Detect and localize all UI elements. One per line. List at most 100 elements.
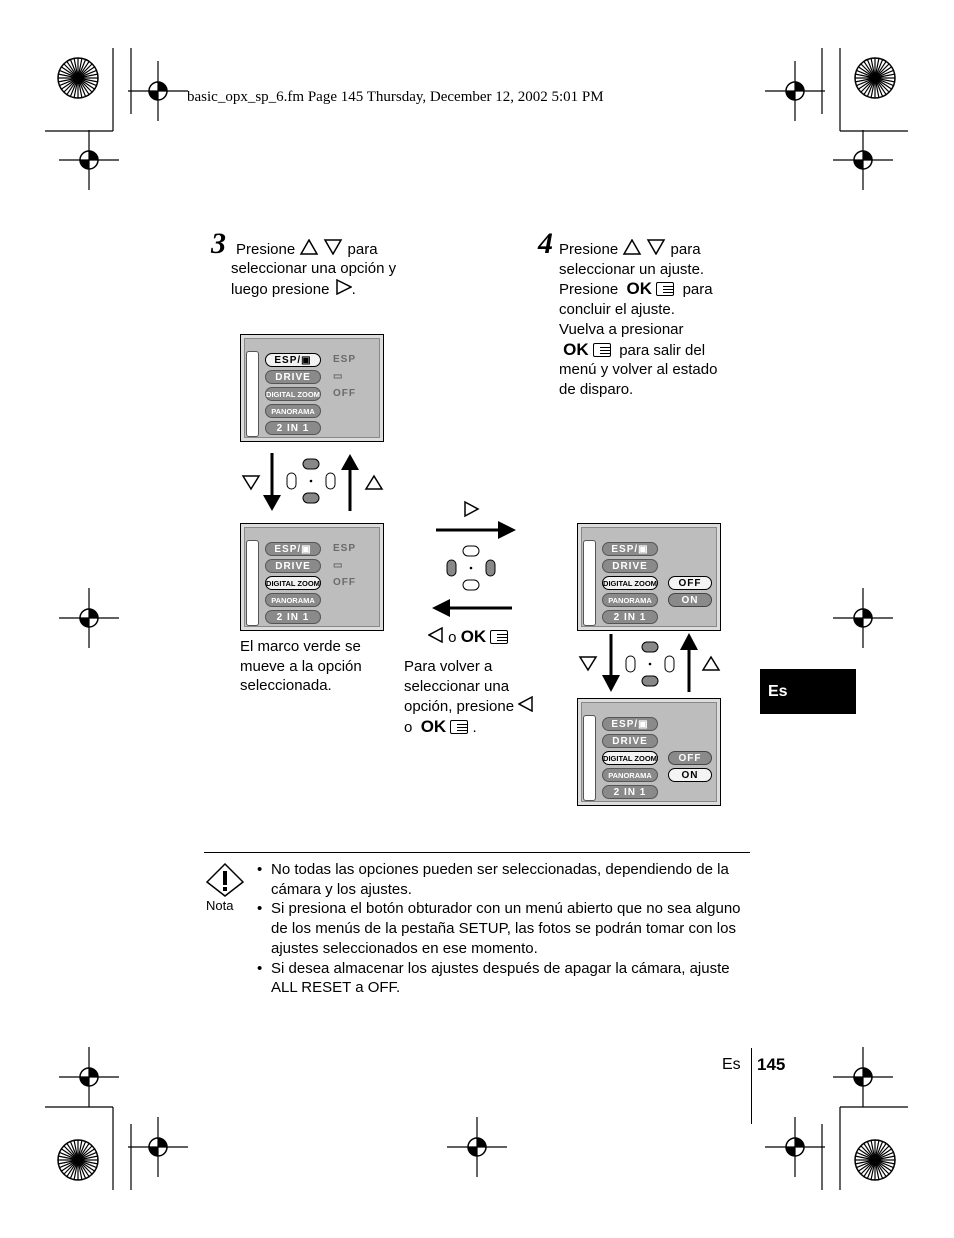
option-off-selected: OFF [668, 576, 712, 590]
note-bullet: Si desea almacenar los ajustes después d… [257, 959, 751, 998]
step-4-number: 4 [538, 227, 553, 260]
caption-middle: Para volver a seleccionar una opción, pr… [404, 657, 564, 738]
caption-mid-l4b: . [472, 719, 477, 737]
back-or-ok-label: o OK [428, 627, 509, 648]
menu-item-drive-4: DRIVE [602, 734, 658, 748]
menu-item-2in1-2: 2 IN 1 [265, 610, 321, 624]
menu-item-drive-3: DRIVE [602, 559, 658, 573]
step-4-l8: de disparo. [559, 380, 634, 398]
note-label: Nota [206, 898, 234, 913]
caption-mid-l2: seleccionar una [404, 677, 510, 695]
language-tab: Es [760, 669, 856, 714]
menu-item-digital-zoom-3: DIGITAL ZOOM [602, 576, 658, 590]
warning-icon [205, 862, 245, 897]
menu-icon-4 [450, 720, 469, 735]
ok-button-label: OK [626, 279, 653, 299]
up-down-arrows-icon [300, 239, 343, 255]
caption-left-l1: El marco verde se [240, 638, 361, 655]
or-word: o [448, 629, 457, 646]
menu-item-digital-zoom-4: DIGITAL ZOOM [602, 751, 658, 765]
step-4-l4: concluir el ajuste. [559, 301, 675, 319]
lcd-panel-2: ESP/▣ DRIVE DIGITAL ZOOM PANORAMA 2 IN 1… [244, 527, 380, 627]
menu-item-digital-zoom: DIGITAL ZOOM [265, 387, 321, 401]
menu-item-drive-2: DRIVE [265, 559, 321, 573]
caption-left-l2: mueve a la opción [240, 657, 362, 675]
lcd-screen-menu-initial: ESP/▣ DRIVE DIGITAL ZOOM PANORAMA 2 IN 1… [240, 334, 384, 442]
menu-tab-strip-2 [246, 540, 259, 626]
step-4-l3b: para [682, 281, 713, 299]
value-drive-2: ▭ [333, 560, 344, 571]
right-arrow-icon [335, 279, 352, 295]
note-bullet: Si presiona el botón obturador con un me… [257, 899, 751, 958]
menu-tab-strip [246, 351, 259, 437]
value-zoom-2: OFF [333, 577, 356, 588]
page-number: 145 [757, 1055, 786, 1074]
menu-item-esp-2: ESP/▣ [265, 542, 321, 556]
step-3-line2: seleccionar una opción y [231, 260, 397, 277]
value-drive: ▭ [333, 371, 344, 382]
caption-left: El marco verde se mueve a la opción sele… [240, 637, 362, 696]
ok-label-caption: OK [420, 717, 447, 737]
menu-item-panorama-2: PANORAMA [265, 593, 321, 607]
ok-button-label-2: OK [563, 339, 589, 359]
step-3-text-c: luego presione [231, 281, 330, 298]
lcd-screen-menu-zoom-selected: ESP/▣ DRIVE DIGITAL ZOOM PANORAMA 2 IN 1… [240, 523, 384, 631]
menu-item-2in1-3: 2 IN 1 [602, 610, 658, 624]
lcd-screen-options-off: ESP/▣ DRIVE DIGITAL ZOOM PANORAMA 2 IN 1… [577, 523, 721, 631]
step-4-text: Presione para seleccionar un ajuste. Pre… [559, 239, 759, 400]
menu-item-2in1-4: 2 IN 1 [602, 785, 658, 799]
step-4-l3a: Presione [559, 281, 619, 299]
step-3-number: 3 [211, 227, 226, 260]
step-3-text-b: para [347, 241, 378, 258]
caption-mid-l1: Para volver a [404, 658, 493, 675]
step-3-text: Presione [236, 241, 296, 258]
value-zoom: OFF [333, 388, 356, 399]
menu-item-2in1: 2 IN 1 [265, 421, 321, 435]
menu-tab-strip-4 [583, 715, 596, 801]
menu-item-esp-4: ESP/▣ [602, 717, 658, 731]
menu-item-panorama-3: PANORAMA [602, 593, 658, 607]
step-4-l6: para salir del [619, 341, 706, 359]
footer-lang: Es [722, 1056, 741, 1073]
step-4-l1a: Presione [559, 241, 619, 258]
menu-item-panorama: PANORAMA [265, 404, 321, 418]
menu-tab-strip-3 [583, 540, 596, 626]
value-esp-2: ESP [333, 543, 357, 554]
caption-mid-l3: opción, presione [404, 698, 515, 716]
menu-item-esp: ESP/▣ [265, 353, 321, 367]
lcd-panel-4: ESP/▣ DRIVE DIGITAL ZOOM PANORAMA 2 IN 1… [581, 702, 717, 802]
menu-item-digital-zoom-2: DIGITAL ZOOM [265, 576, 321, 590]
step-4-l2: seleccionar un ajuste. [559, 260, 705, 278]
step-3-period: . [351, 281, 356, 298]
option-on-selected: ON [668, 768, 712, 782]
value-esp: ESP [333, 354, 357, 365]
left-arrow-icon-2 [518, 696, 533, 713]
caption-mid-l4a: o [404, 719, 413, 737]
menu-item-drive: DRIVE [265, 370, 321, 384]
step-3-line1: Presione para [236, 239, 378, 260]
lcd-screen-options-on: ESP/▣ DRIVE DIGITAL ZOOM PANORAMA 2 IN 1… [577, 698, 721, 806]
caption-left-l3: seleccionada. [240, 677, 332, 695]
menu-item-panorama-4: PANORAMA [602, 768, 658, 782]
footer-divider [751, 1048, 752, 1124]
print-header: basic_opx_sp_6.fm Page 145 Thursday, Dec… [187, 89, 604, 105]
left-arrow-icon [428, 627, 443, 643]
option-off: OFF [668, 751, 712, 765]
menu-icon-3 [490, 630, 509, 644]
note-text: No todas las opciones pueden ser selecci… [257, 860, 751, 998]
menu-icon-2 [592, 342, 611, 357]
step-4-l5: Vuelva a presionar [559, 320, 684, 338]
ok-label-middle: OK [460, 627, 487, 646]
menu-icon [656, 282, 675, 297]
note-divider [204, 852, 750, 853]
step-4-l1b: para [670, 241, 701, 258]
step-4-l7: menú y volver al estado [559, 361, 718, 379]
note-bullet: No todas las opciones pueden ser selecci… [257, 860, 751, 899]
option-on: ON [668, 593, 712, 607]
up-down-arrows-icon-2 [623, 239, 666, 255]
lcd-panel-3: ESP/▣ DRIVE DIGITAL ZOOM PANORAMA 2 IN 1… [581, 527, 717, 627]
menu-item-esp-3: ESP/▣ [602, 542, 658, 556]
step-3-line3: luego presione . [231, 279, 356, 300]
lcd-panel: ESP/▣ DRIVE DIGITAL ZOOM PANORAMA 2 IN 1… [244, 338, 380, 438]
